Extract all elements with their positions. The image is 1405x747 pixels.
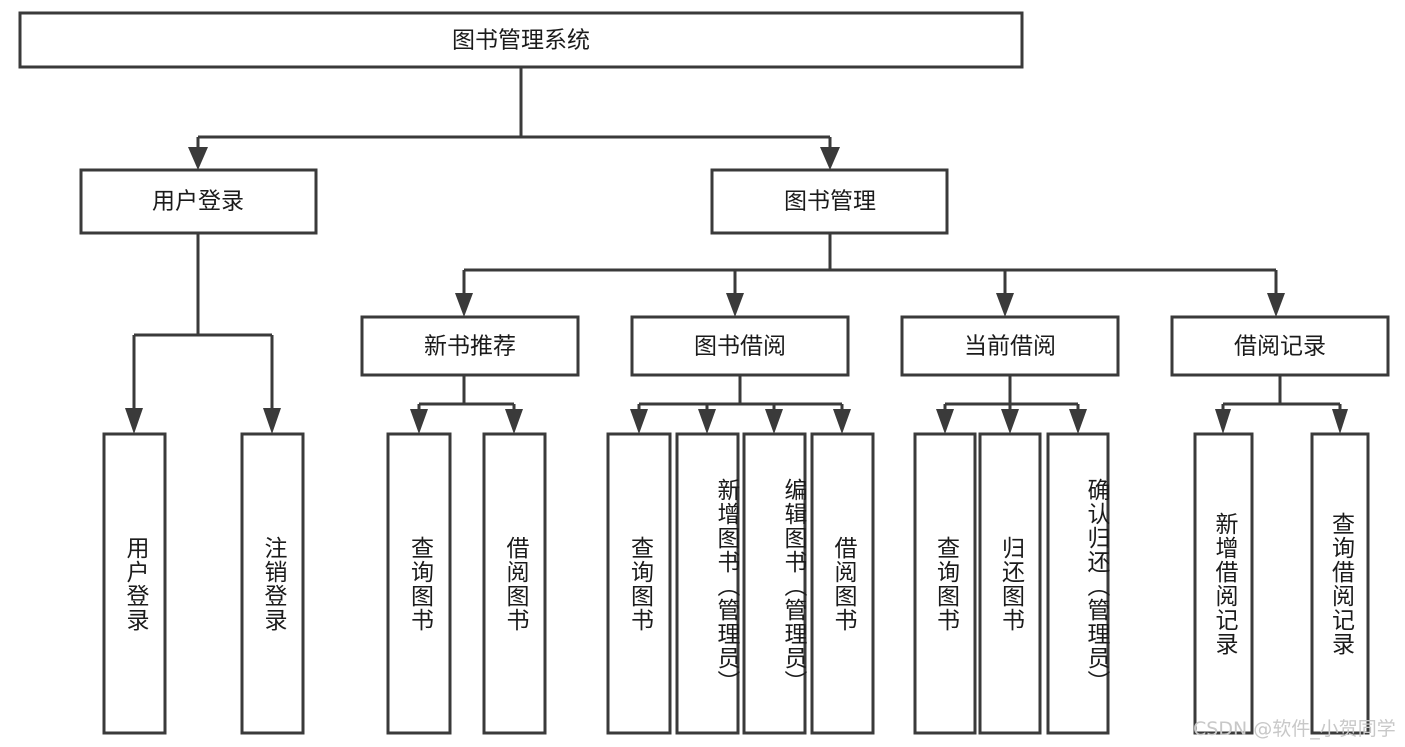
leaf-box-add-book-admin[interactable] [675,432,740,735]
arrow-head-current-leaf2 [1001,409,1019,434]
node-user-login[interactable]: 用户登录 [79,168,318,235]
leaf-box-confirm-return-admin[interactable] [1046,432,1110,735]
node-current-borrow[interactable]: 当前借阅 [900,315,1120,377]
node-current-borrow-box [900,315,1120,377]
arrow-head-borrow-leaf1 [630,409,648,434]
arrow-head-newbook-leaf2 [505,409,523,434]
node-book-management[interactable]: 图书管理 [710,168,949,235]
node-book-management-label: 图书管理 [784,189,876,215]
leaf-box-borrow-book-recommend[interactable] [482,432,547,735]
leaf-box-logout[interactable] [240,432,305,735]
leaf-box-group [102,432,1370,735]
csdn-watermark: CSDN @软件_小贺同学 [1193,718,1396,740]
arrow-head-borrow-leaf3 [765,409,783,434]
node-user-login-label: 用户登录 [152,189,244,215]
arrow-head-current-leaf3 [1069,409,1087,434]
arrow-head-borrow-leaf4 [833,409,851,434]
node-root-box [18,11,1024,69]
leaf-box-query-book-borrow[interactable] [606,432,672,735]
node-book-borrow[interactable]: 图书借阅 [630,315,850,377]
leaf-box-query-borrow-record[interactable] [1310,432,1370,735]
node-user-login-box [79,168,318,235]
leaf-box-edit-book-admin[interactable] [742,432,807,735]
leaf-box-return-book[interactable] [978,432,1042,735]
node-current-borrow-label: 当前借阅 [964,334,1056,360]
arrow-head-borrow-book [726,293,744,317]
node-root-system[interactable]: 图书管理系统 [18,11,1024,69]
arrow-head-record-leaf2 [1332,409,1348,434]
node-new-book-recommend-label: 新书推荐 [424,334,516,360]
leaf-box-query-book-current[interactable] [913,432,977,735]
arrow-head-borrow-leaf2 [698,409,716,434]
leaf-box-query-book-recommend[interactable] [386,432,452,735]
arrow-head-new-book [455,293,473,317]
node-new-book-recommend[interactable]: 新书推荐 [360,315,580,377]
arrow-head-borrow-record [1267,293,1285,317]
node-borrow-record[interactable]: 借阅记录 [1170,315,1390,377]
connector-group [125,67,1348,434]
arrow-head-record-leaf1 [1215,409,1231,434]
arrow-head-leaf-user-login [125,408,143,434]
arrow-head-books [820,147,840,170]
node-borrow-record-box [1170,315,1390,377]
leaf-box-borrow-book[interactable] [810,432,875,735]
arrow-head-leaf-logout [263,408,281,434]
arrow-head-login [188,147,208,170]
node-book-borrow-label: 图书借阅 [694,334,786,360]
node-new-book-recommend-box [360,315,580,377]
node-root-label: 图书管理系统 [452,28,590,54]
leaf-box-add-borrow-record[interactable] [1193,432,1254,735]
arrow-head-current-borrow [996,293,1014,317]
node-book-borrow-box [630,315,850,377]
node-book-management-box [710,168,949,235]
leaf-box-user-login[interactable] [102,432,167,735]
node-borrow-record-label: 借阅记录 [1234,334,1326,360]
arrow-head-current-leaf1 [936,409,954,434]
arrow-head-newbook-leaf1 [410,409,428,434]
